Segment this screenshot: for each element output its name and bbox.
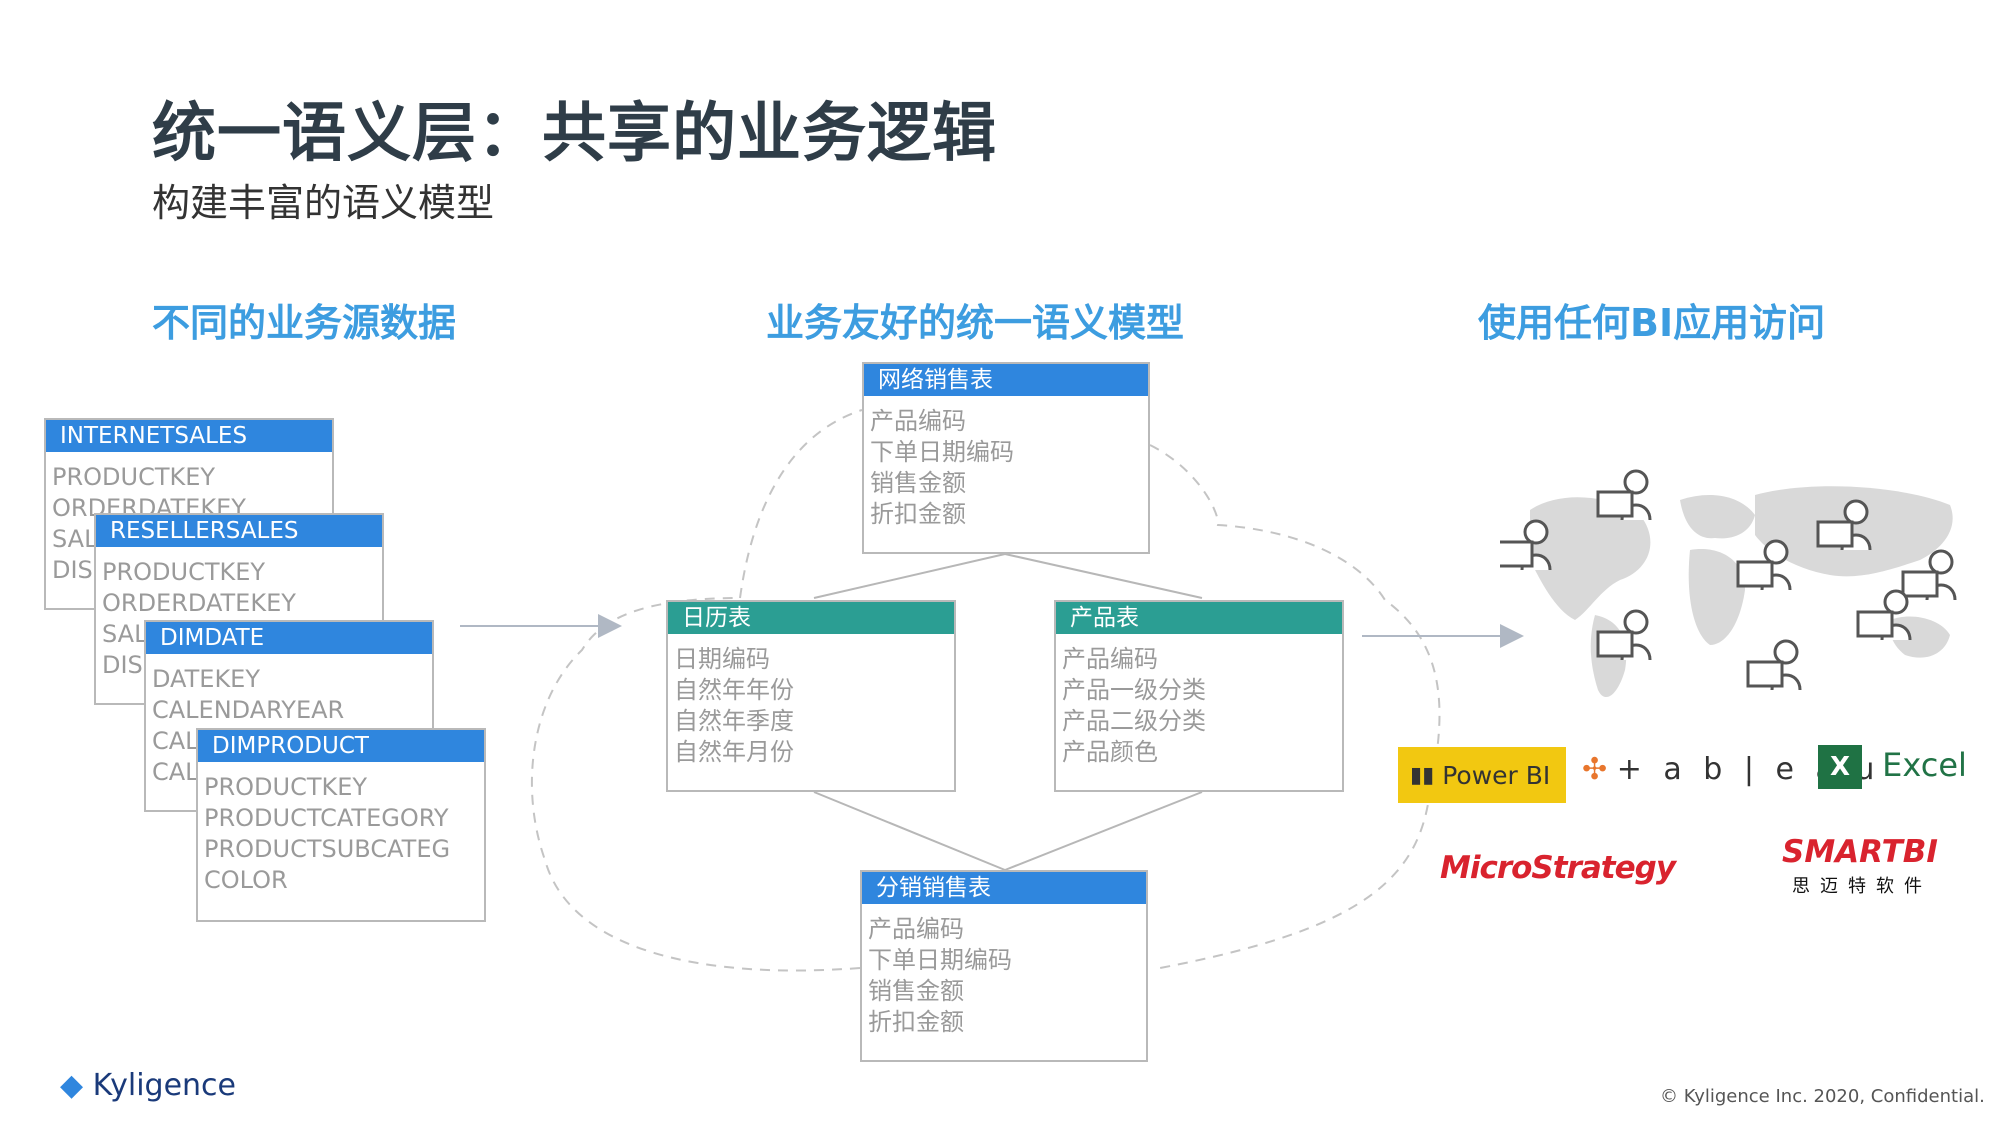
table-header: 日历表 [668,602,954,634]
table-header: 分销销售表 [862,872,1146,904]
table-field: 产品一级分类 [1062,676,1206,704]
table-field: 销售金额 [868,977,964,1005]
user-icon [1596,609,1652,661]
user-icons [1500,469,1957,691]
page-subtitle: 构建丰富的语义模型 [152,181,495,225]
table-header: INTERNETSALES [46,420,332,452]
model-table-calendar: 日历表 日期编码 自然年年份 自然年季度 自然年月份 [666,600,956,792]
table-field: CALENDARYEAR [152,696,345,724]
table-field: SAL [102,620,148,648]
world-map-users [1500,469,1957,698]
copyright-notice: © Kyligence Inc. 2020, Confidential. [1660,1086,1985,1107]
table-field: COLOR [204,866,288,894]
edge-product-reseller [1004,791,1203,871]
powerbi-label: Power BI [1442,760,1551,790]
table-field: CAL [152,727,199,755]
edge-sales-calendar [813,553,1006,599]
heading-semantic-model: 业务友好的统一语义模型 [766,301,1185,345]
table-field: PRODUCTKEY [102,558,266,586]
user-icon [1736,539,1792,591]
table-field: SAL [52,525,98,553]
table-field: 产品颜色 [1062,738,1158,766]
table-field: 自然年季度 [674,707,794,735]
table-field: 日期编码 [674,645,770,673]
table-field: 自然年月份 [674,738,794,766]
table-field: PRODUCTSUBCATEG [204,835,451,863]
table-header: RESELLERSALES [96,515,382,547]
table-header: DIMPRODUCT [198,730,484,762]
table-field: PRODUCTKEY [204,773,368,801]
table-field: 下单日期编码 [868,946,1012,974]
tableau-cross-icon: ✣ [1582,752,1617,787]
table-field: 下单日期编码 [870,438,1014,466]
powerbi-logo: ▮▮ Power BI [1398,747,1566,803]
table-field: CAL [152,758,199,786]
table-header: 网络销售表 [864,364,1148,396]
model-table-product: 产品表 产品编码 产品一级分类 产品二级分类 产品颜色 [1054,600,1344,792]
excel-logo: X Excel [1818,745,1967,789]
table-header: 产品表 [1056,602,1342,634]
table-header: DIMDATE [146,622,432,654]
table-field: DATEKEY [152,665,260,693]
table-field: 产品编码 [1062,645,1158,673]
model-table-reseller-sales: 分销销售表 产品编码 下单日期编码 销售金额 折扣金额 [860,870,1148,1062]
user-icon [1500,519,1552,571]
kyligence-logo: ◆ Kyligence [60,1068,236,1103]
page-title: 统一语义层：共享的业务逻辑 [152,97,997,171]
source-table-resellersales: RESELLERSALES PRODUCTKEY ORDERDATEKEY SA… [94,513,384,705]
kyligence-diamond-icon: ◆ [60,1068,84,1103]
table-field: 折扣金额 [868,1008,964,1036]
model-table-internet-sales: 网络销售表 产品编码 下单日期编码 销售金额 折扣金额 [862,362,1150,554]
user-icon [1856,589,1912,641]
user-icon [1901,549,1957,601]
bar-chart-icon: ▮▮ [1410,762,1435,788]
user-icon [1746,639,1802,691]
world-map-icon [1530,486,1953,698]
heading-source-data: 不同的业务源数据 [152,301,457,345]
edge-calendar-reseller [813,791,1006,871]
microstrategy-logo: MicroStrategy [1440,850,1676,886]
heading-bi-access: 使用任何BI应用访问 [1478,301,1826,345]
smartbi-logo: SMARTBI [1782,834,1938,870]
user-icon [1596,469,1652,521]
excel-icon: X [1818,745,1862,789]
table-field: 折扣金额 [870,500,966,528]
table-field: PRODUCTKEY [52,463,216,491]
table-field: 自然年年份 [674,676,794,704]
table-field: 销售金额 [870,469,966,497]
table-field: 产品编码 [868,915,964,943]
table-field: 产品二级分类 [1062,707,1206,735]
smartbi-subtitle: 思迈特软件 [1792,876,1932,897]
brand-name: Kyligence [92,1068,237,1103]
edge-sales-product [1004,553,1203,599]
table-field: ORDERDATEKEY [102,589,296,617]
cloud-outline [531,409,1441,972]
table-field: PRODUCTCATEGORY [204,804,449,832]
excel-label: Excel [1882,746,1967,784]
user-icon [1816,499,1872,551]
source-table-dimproduct: DIMPRODUCT PRODUCTKEY PRODUCTCATEGORY PR… [196,728,486,922]
table-field: 产品编码 [870,407,966,435]
